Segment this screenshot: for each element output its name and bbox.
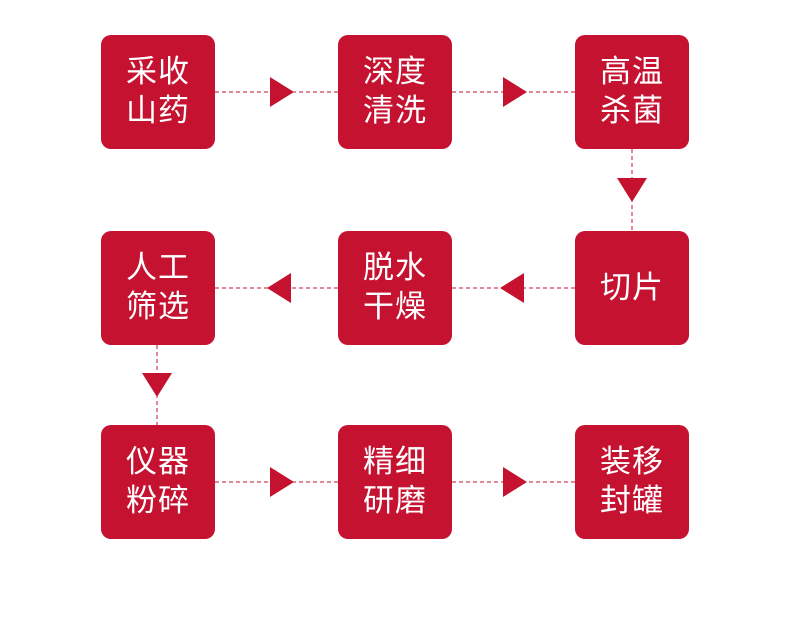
arrow-s2-s3 (452, 77, 575, 107)
step-label: 高温杀菌 (600, 54, 664, 129)
step-box-3: 高温杀菌 (575, 35, 689, 149)
step-label: 人工筛选 (126, 250, 190, 325)
step-box-5: 脱水干燥 (338, 231, 452, 345)
step-box-7: 仪器粉碎 (101, 425, 215, 539)
arrow-s7-s8 (215, 467, 338, 497)
arrow-s3-s4 (617, 149, 647, 232)
step-box-4: 切片 (575, 231, 689, 345)
arrow-s1-s2 (215, 77, 338, 107)
step-label: 装移封罐 (600, 444, 664, 519)
arrow-s6-s7 (142, 345, 172, 426)
step-label: 深度清洗 (363, 54, 427, 129)
step-box-2: 深度清洗 (338, 35, 452, 149)
step-box-8: 精细研磨 (338, 425, 452, 539)
step-box-9: 装移封罐 (575, 425, 689, 539)
step-label: 切片 (600, 269, 664, 306)
step-label: 仪器粉碎 (126, 444, 190, 519)
step-box-1: 采收山药 (101, 35, 215, 149)
arrow-s8-s9 (452, 467, 575, 497)
step-label: 精细研磨 (363, 444, 427, 519)
arrow-s5-s6 (215, 273, 338, 303)
arrow-s4-s5 (452, 273, 575, 303)
step-label: 采收山药 (126, 54, 190, 129)
step-label: 脱水干燥 (363, 250, 427, 325)
step-box-6: 人工筛选 (101, 231, 215, 345)
